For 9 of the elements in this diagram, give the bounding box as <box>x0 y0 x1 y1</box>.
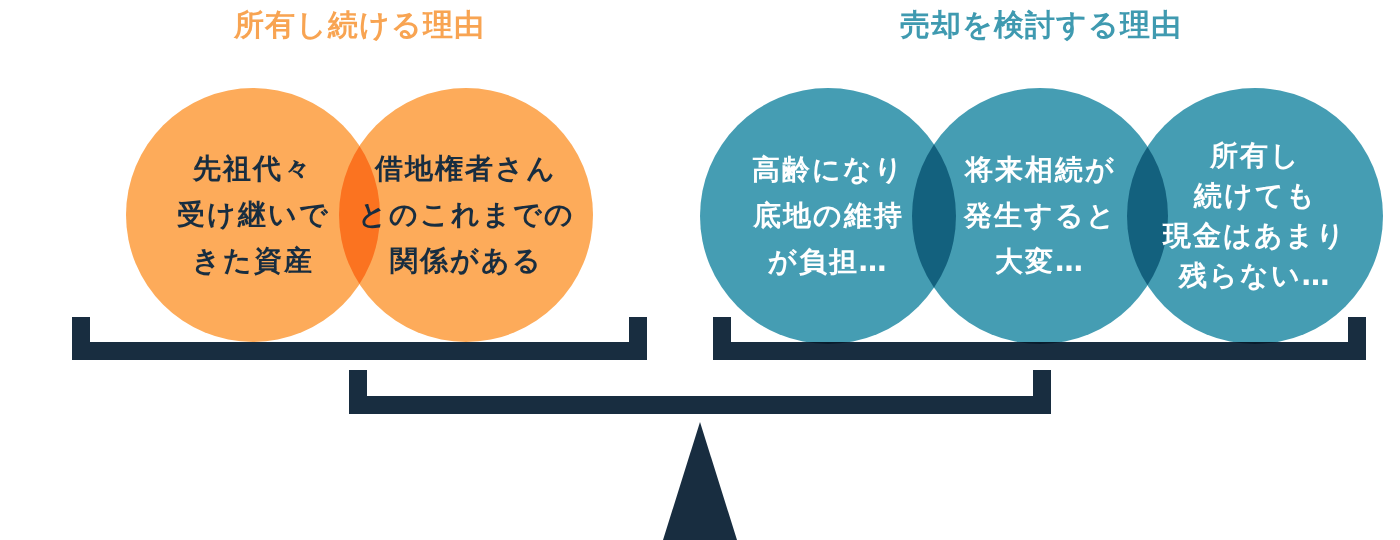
circle-text: 借地権者さんとのこれまでの関係がある <box>357 151 575 279</box>
reason-circle <box>339 88 593 342</box>
circle-text: 高齢になり底地の維持が負担… <box>751 152 905 280</box>
section-heading: 所有し続ける理由 <box>233 5 485 44</box>
reason-circle <box>1127 88 1383 344</box>
circle-text: 先祖代々受け継いできた資産 <box>176 151 330 279</box>
section-heading: 売却を検討する理由 <box>900 5 1182 44</box>
circle-text: 将来相続が発生すると大変… <box>963 152 1117 280</box>
circle-text: 所有し続けても現金はあまり残らない… <box>1163 138 1347 294</box>
